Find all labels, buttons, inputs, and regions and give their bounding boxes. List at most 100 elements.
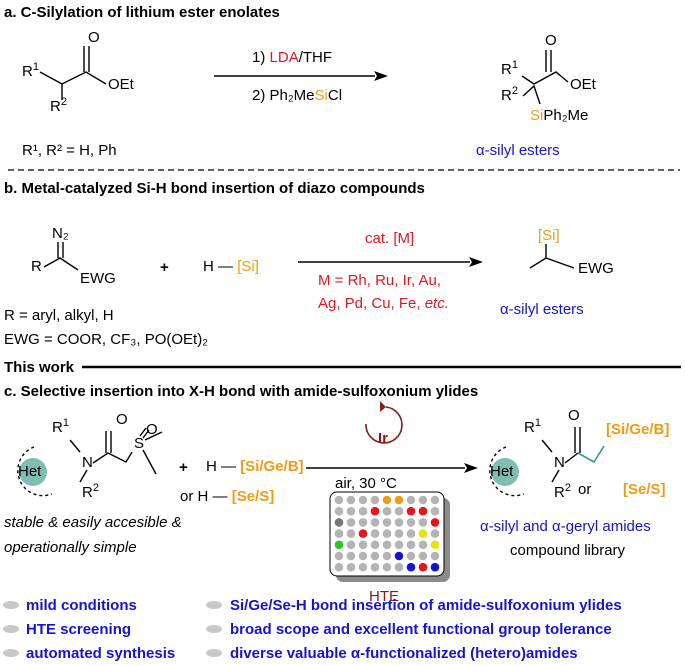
plate-well (430, 529, 440, 538)
product-silyl-group: SiPh₂Me (530, 107, 588, 124)
diazo-r-label: R (31, 258, 42, 275)
plate-well (346, 495, 356, 505)
product-b-si: [Si] (538, 227, 560, 244)
plate-well (394, 551, 404, 561)
plate-well (430, 540, 440, 550)
plus-c: + (179, 459, 188, 476)
plate-well (394, 540, 404, 550)
section-c-heading: c. Selective insertion into X-H bond wit… (4, 383, 478, 400)
plate-well (394, 562, 404, 572)
plate-well (334, 540, 344, 550)
plate-well (382, 562, 392, 572)
plate-well (346, 562, 356, 572)
metals-line2: Ag, Pd, Cu, Fe, etc. (318, 295, 449, 312)
plate-well (430, 551, 440, 561)
r2-label: R2 (50, 96, 67, 115)
reactant-a: R1 R2 O OEt (22, 29, 135, 115)
plate-well (430, 518, 440, 527)
product-r1: R1 (524, 417, 541, 436)
feature-item: broad scope and excellent functional gro… (230, 621, 612, 638)
section-a-heading: a. C-Silylation of lithium ester enolate… (4, 4, 280, 21)
catalyst-ir: Ir (378, 430, 388, 447)
product-a: R1 R2 O OEt SiPh₂Me (501, 32, 597, 124)
plate-well (358, 562, 368, 572)
plate-well (418, 551, 428, 561)
product-bond-chain (521, 71, 569, 85)
plate-well (406, 551, 416, 561)
product-het-circle (491, 458, 519, 486)
hte-plate (329, 491, 450, 582)
feature-item: HTE screening (26, 621, 131, 638)
plate-well (346, 540, 356, 550)
plate-well (358, 529, 368, 538)
plate-well (382, 540, 392, 550)
product-bond-quaternary (522, 84, 541, 105)
library-label: compound library (510, 542, 626, 559)
plate-well (334, 506, 344, 516)
product-or: or (578, 481, 591, 498)
arrowhead-a (374, 71, 388, 81)
section-b-heading: b. Metal-catalyzed Si-H bond insertion o… (4, 180, 425, 197)
ylide-n: N (82, 454, 93, 471)
plate-well (346, 506, 356, 516)
bond-diazo-chain (43, 257, 79, 271)
plate-well (430, 495, 440, 505)
plate-well (406, 540, 416, 550)
product-a-label: α-silyl esters (476, 142, 560, 159)
ylide-s-o: O (146, 421, 158, 438)
this-work-label: This work (4, 359, 75, 376)
plate-well (334, 495, 344, 505)
catalytic-cycle-arc (365, 406, 403, 444)
plate-well (346, 551, 356, 561)
hte-label: HTE (369, 588, 399, 605)
plate-well (406, 506, 416, 516)
ylide-r1: R1 (52, 417, 69, 436)
oet-label: OEt (108, 76, 135, 93)
product-c-label: α-silyl and α-geryl amides (480, 518, 651, 535)
product-r1-label: R1 (501, 59, 518, 78)
n2-label: N₂ (52, 225, 69, 242)
cycle-arrowhead (380, 401, 386, 412)
plate-well (334, 518, 344, 527)
plate-well (370, 551, 380, 561)
het-circle (19, 458, 47, 486)
ylide-carbonyl-o: O (116, 411, 128, 428)
arrowhead-c (464, 463, 478, 473)
feature-bullet (206, 601, 222, 609)
plate-well (370, 562, 380, 572)
bond-chain (39, 71, 107, 85)
ylide-bond-carbonyl (105, 431, 112, 453)
plate-well (382, 495, 392, 505)
bond-diazo (57, 242, 64, 258)
feature-item: automated synthesis (26, 645, 175, 662)
plate-well (418, 529, 428, 538)
feature-item: mild conditions (26, 597, 137, 614)
plate-well (394, 495, 404, 505)
product-b-bonds (529, 244, 575, 269)
product-c-teal-bond (577, 445, 605, 464)
product-c: Het R1 R2 N O [Si/Ge/B] or [Se/S] (489, 407, 669, 501)
plate-well (406, 529, 416, 538)
plus-b: + (160, 259, 169, 276)
plate-well (406, 562, 416, 572)
silane-reagent: H — [Si] (203, 258, 259, 275)
plate-well (394, 518, 404, 527)
product-bond-carbonyl (545, 50, 552, 72)
ylide-bond-so (139, 427, 150, 439)
plate-well (346, 518, 356, 527)
plate-well (418, 518, 428, 527)
product-het-label: Het (490, 463, 514, 480)
product-c-n-r2 (551, 469, 560, 483)
product-si-ge-b: [Si/Ge/B] (606, 421, 669, 438)
arrowhead-b (469, 257, 483, 267)
diazo-compound: N₂ R EWG (31, 225, 116, 287)
plate-well (370, 529, 380, 538)
product-r2-label: R2 (501, 85, 518, 104)
plate-well (382, 529, 392, 538)
product-oet-label: OEt (570, 76, 597, 93)
plate-well (358, 551, 368, 561)
r-definition: R = aryl, alkyl, H (4, 307, 114, 324)
bond-carbonyl (83, 46, 90, 72)
step1-conditions: 1) LDA/THF (252, 49, 332, 66)
product-n: N (554, 454, 565, 471)
